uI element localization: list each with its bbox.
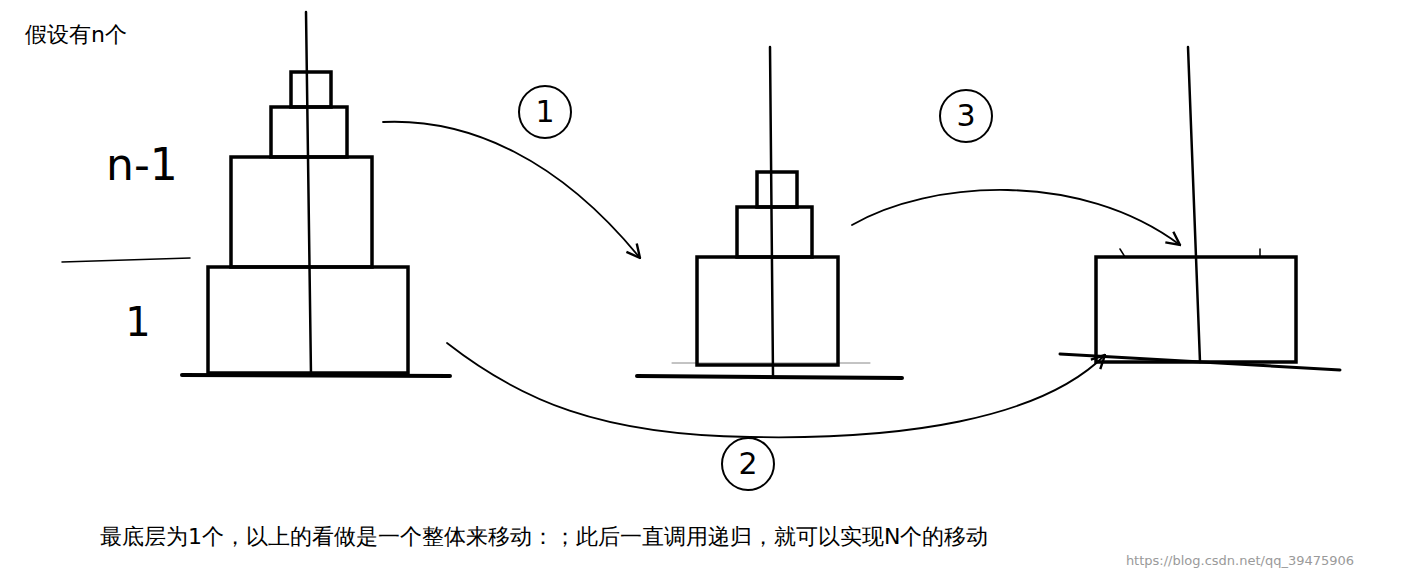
- group-label: n-1: [106, 139, 178, 192]
- base-line: [637, 376, 902, 378]
- disk: [291, 72, 331, 107]
- disk: [757, 172, 797, 207]
- move-arrow: [447, 343, 1105, 437]
- mark: [1120, 249, 1125, 257]
- disk: [208, 267, 408, 373]
- group-label: 1: [125, 298, 150, 346]
- callout-number: 1: [518, 85, 572, 139]
- caption: 最底层为1个，以上的看做是一个整体来移动：；此后一直调用递归，就可以实现N个的移…: [100, 524, 988, 550]
- disk: [231, 157, 372, 267]
- disk: [697, 257, 838, 365]
- callout-number: 2: [721, 437, 775, 491]
- peg-pole: [770, 47, 773, 375]
- move-arrow: [852, 190, 1180, 245]
- peg-pole: [1188, 47, 1200, 362]
- heading: 假设有n个: [25, 22, 127, 48]
- callout-number: 3: [939, 89, 993, 143]
- peg-pole: [306, 12, 311, 375]
- watermark: https://blog.csdn.net/qq_39475906: [1126, 553, 1354, 569]
- move-arrow: [383, 122, 640, 258]
- mark: [1259, 249, 1261, 257]
- disk: [737, 207, 812, 257]
- separator-line: [62, 258, 190, 262]
- base-line: [182, 375, 450, 376]
